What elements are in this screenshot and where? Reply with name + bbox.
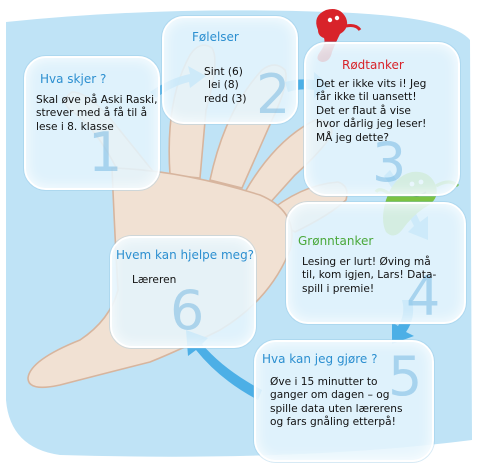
box-title: Grønntanker: [298, 234, 373, 248]
box-title: Hva skjer ?: [40, 72, 106, 86]
text-line: Sint (6): [204, 66, 246, 79]
text-line: Lesing er lurt! Øving må: [302, 256, 436, 269]
step-box-green-thoughts: 4 Grønntanker Lesing er lurt! Øving må t…: [286, 202, 466, 324]
box-title: Hvem kan hjelpe meg?: [116, 248, 254, 262]
text-line: redd (3): [204, 93, 246, 106]
text-line: til, kom igjen, Lars! Data-: [302, 269, 436, 282]
box-text: Øve i 15 minutter to ganger om dagen – o…: [270, 376, 403, 430]
step-box-what-can-i-do: 5 Hva kan jeg gjøre ? Øve i 15 minutter …: [254, 340, 434, 462]
text-line: ganger om dagen – og: [270, 389, 403, 402]
text-line: Det er ikke vits i! Jeg: [316, 78, 426, 91]
text-line: Det er flaut å vise: [316, 105, 426, 118]
text-line: får ikke til uansett!: [316, 91, 426, 104]
box-text: Skal øve på Aski Raski, strever med å få…: [36, 94, 158, 134]
step-number: 6: [170, 284, 204, 338]
text-line: lei (8): [204, 79, 246, 92]
box-text: Læreren: [132, 274, 176, 287]
text-line: spill i premie!: [302, 283, 436, 296]
text-line: Skal øve på Aski Raski,: [36, 94, 158, 107]
text-line: strever med å få til å: [36, 107, 158, 120]
text-line: Læreren: [132, 274, 176, 287]
text-line: spille data uten lærerens: [270, 403, 403, 416]
step-number: 2: [256, 68, 290, 122]
box-title: Følelser: [192, 30, 239, 44]
text-line: Øve i 15 minutter to: [270, 376, 403, 389]
box-text: Lesing er lurt! Øving må til, kom igjen,…: [302, 256, 436, 296]
box-title: Hva kan jeg gjøre ?: [262, 352, 377, 366]
step-box-who-can-help: 6 Hvem kan hjelpe meg? Læreren: [110, 236, 256, 348]
text-line: MÅ jeg dette?: [316, 132, 426, 145]
step-box-red-thoughts: 3 Rødtanker Det er ikke vits i! Jeg får …: [304, 42, 460, 196]
box-text: Det er ikke vits i! Jeg får ikke til uan…: [316, 78, 426, 145]
step-box-feelings: 2 Følelser Sint (6) lei (8) redd (3): [162, 16, 298, 124]
box-title: Rødtanker: [342, 58, 404, 72]
text-line: hvor dårlig jeg leser!: [316, 118, 426, 131]
text-line: lese i 8. klasse: [36, 121, 158, 134]
step-box-what-happens: 1 Hva skjer ? Skal øve på Aski Raski, st…: [24, 56, 160, 190]
box-text: Sint (6) lei (8) redd (3): [204, 66, 246, 106]
text-line: og fars gnåling etterpå!: [270, 416, 403, 429]
